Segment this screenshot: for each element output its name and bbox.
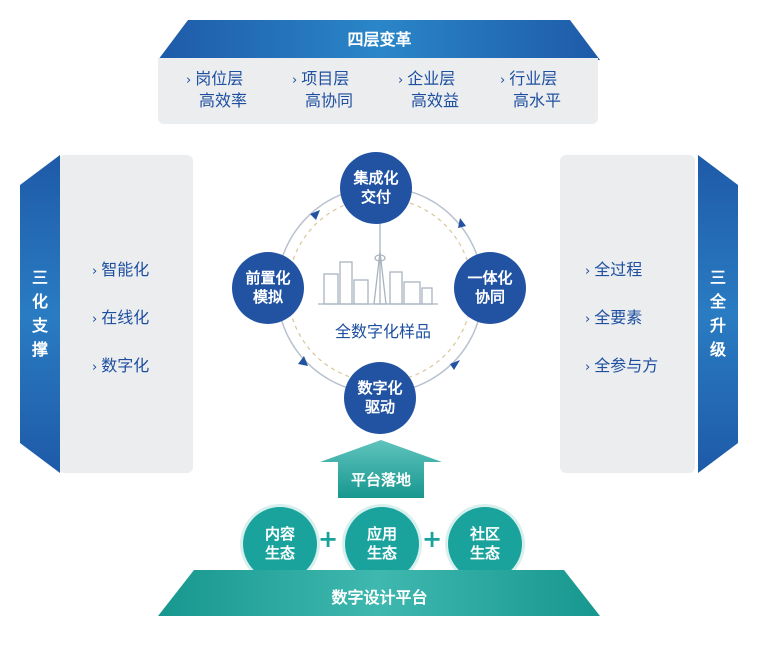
arrow-icon	[450, 360, 460, 370]
arrow-icon	[310, 210, 320, 220]
chevron-right-icon: ›	[500, 73, 506, 88]
chevron-right-icon: ›	[92, 264, 98, 279]
plus-icon: +	[318, 525, 339, 553]
layer-item-post: ›岗位层 高效率	[186, 68, 286, 112]
chevron-right-icon: ›	[92, 360, 98, 375]
layer-item-enterprise: ›企业层 高效益	[398, 68, 498, 112]
layer-goal: 高协同	[305, 91, 354, 110]
top-banner	[158, 20, 600, 60]
right-title: 三全升级	[709, 268, 726, 359]
eco-application: 应用 生态	[345, 507, 419, 581]
node-integrated-collaboration: 一体化 协同	[454, 252, 526, 324]
layer-item-industry: ›行业层 高水平	[500, 68, 600, 112]
eco-community: 社区 生态	[448, 507, 522, 581]
arrow-icon	[298, 356, 308, 366]
left-title: 三化支撑	[31, 268, 48, 359]
right-item: ›全过程	[585, 260, 643, 279]
chevron-right-icon: ›	[92, 312, 98, 327]
platform-label: 平台落地	[350, 471, 411, 489]
city-skyline-icon	[318, 222, 438, 305]
layer-item-project: ›项目层 高协同	[292, 68, 392, 112]
chevron-right-icon: ›	[585, 312, 591, 327]
left-item: ›智能化	[92, 260, 150, 279]
layer-name: 项目层	[301, 69, 350, 88]
center-label: 全数字化样品	[334, 322, 431, 341]
bottom-title: 数字设计平台	[331, 588, 428, 607]
platform-arrow-icon	[320, 440, 442, 498]
left-tab	[20, 155, 60, 473]
layer-goal: 高水平	[513, 91, 562, 110]
layer-name: 企业层	[407, 69, 456, 88]
left-item: ›数字化	[92, 356, 150, 375]
chevron-right-icon: ›	[585, 264, 591, 279]
layer-goal: 高效率	[199, 91, 248, 110]
arrow-icon	[458, 218, 466, 228]
left-panel	[58, 155, 193, 473]
bottom-banner	[158, 570, 600, 616]
layer-name: 行业层	[509, 69, 558, 88]
right-item: ›全参与方	[585, 356, 659, 375]
right-panel	[560, 155, 695, 473]
chevron-right-icon: ›	[585, 360, 591, 375]
node-front-simulation: 前置化 模拟	[232, 252, 304, 324]
node-integrated-delivery: 集成化 交付	[340, 152, 412, 224]
eco-content: 内容 生态	[243, 507, 317, 581]
plus-icon: +	[422, 525, 443, 553]
right-item: ›全要素	[585, 308, 643, 327]
layer-goal: 高效益	[411, 91, 460, 110]
left-item: ›在线化	[92, 308, 150, 327]
node-digital-drive: 数字化 驱动	[344, 362, 416, 434]
layer-panel: ›岗位层 高效率 ›项目层 高协同 ›企业层 高效益 ›行业层 高水平	[158, 58, 598, 124]
top-title: 四层变革	[347, 30, 412, 49]
layer-name: 岗位层	[195, 69, 244, 88]
chevron-right-icon: ›	[186, 73, 192, 88]
chevron-right-icon: ›	[398, 73, 404, 88]
chevron-right-icon: ›	[292, 73, 298, 88]
right-tab	[698, 155, 738, 473]
